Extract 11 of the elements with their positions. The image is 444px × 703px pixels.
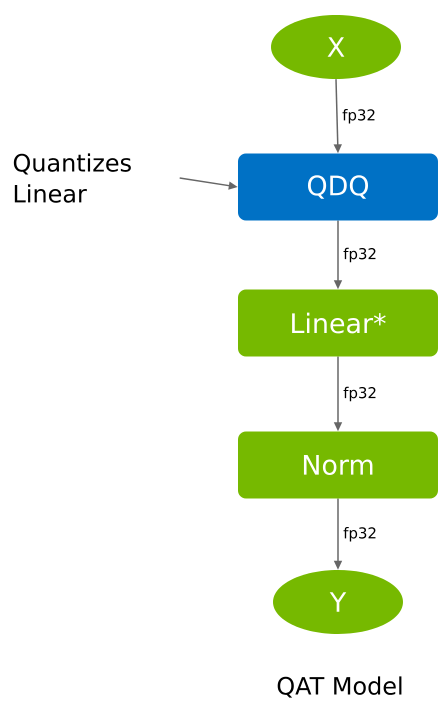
process-box: QDQ (238, 154, 438, 220)
edge-label: fp32 (341, 108, 377, 124)
ellipse-node: X (271, 15, 401, 79)
process-box: Norm (238, 432, 438, 498)
ellipse-node: Y (273, 570, 403, 634)
edge-label: fp32 (342, 246, 378, 264)
edge-label: fp32 (342, 526, 378, 542)
text-label: Quantizes Linear (14, 153, 131, 203)
process-box: Linear* (238, 290, 438, 356)
caption: QAT Model (278, 676, 402, 698)
edge-label: fp32 (342, 386, 378, 402)
